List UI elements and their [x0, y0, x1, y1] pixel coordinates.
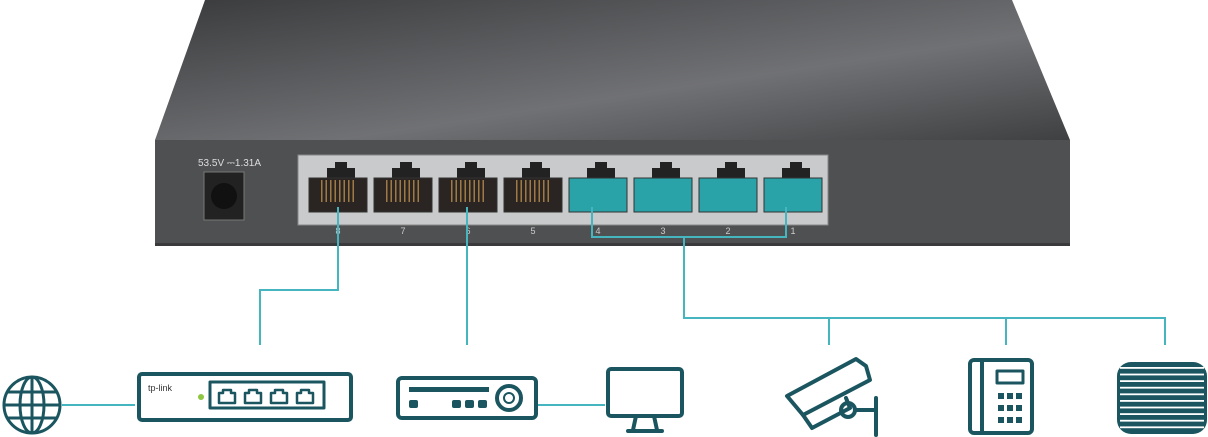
port-number-label: 7 — [400, 226, 405, 236]
port-number-label: 1 — [790, 226, 795, 236]
port-number-label: 3 — [660, 226, 665, 236]
power-rating-label: 53.5V ⎓1.31A — [198, 158, 261, 169]
ethernet-port-1: 1 — [763, 162, 823, 236]
monitor-icon — [606, 367, 684, 433]
ethernet-port-3: 3 — [633, 162, 693, 236]
globe-icon — [2, 375, 62, 435]
led-indicator — [198, 394, 204, 400]
connection-lines — [62, 207, 1166, 406]
ip-phone-icon — [968, 358, 1034, 435]
ethernet-port-5: 5 — [503, 162, 563, 236]
port-number-label: 4 — [595, 226, 600, 236]
ethernet-port-4: 4 — [568, 162, 628, 236]
router-icon: tp-link — [137, 372, 353, 422]
ethernet-port-7: 7 — [373, 162, 433, 236]
ethernet-port-8: 8 — [308, 162, 368, 236]
router-logo: tp-link — [148, 383, 173, 393]
ethernet-port-2: 2 — [698, 162, 758, 236]
access-point-icon — [1117, 362, 1207, 434]
dvr-icon — [396, 376, 538, 420]
port-number-label: 5 — [530, 226, 535, 236]
ip-camera-icon — [785, 357, 878, 437]
port-number-label: 2 — [725, 226, 730, 236]
